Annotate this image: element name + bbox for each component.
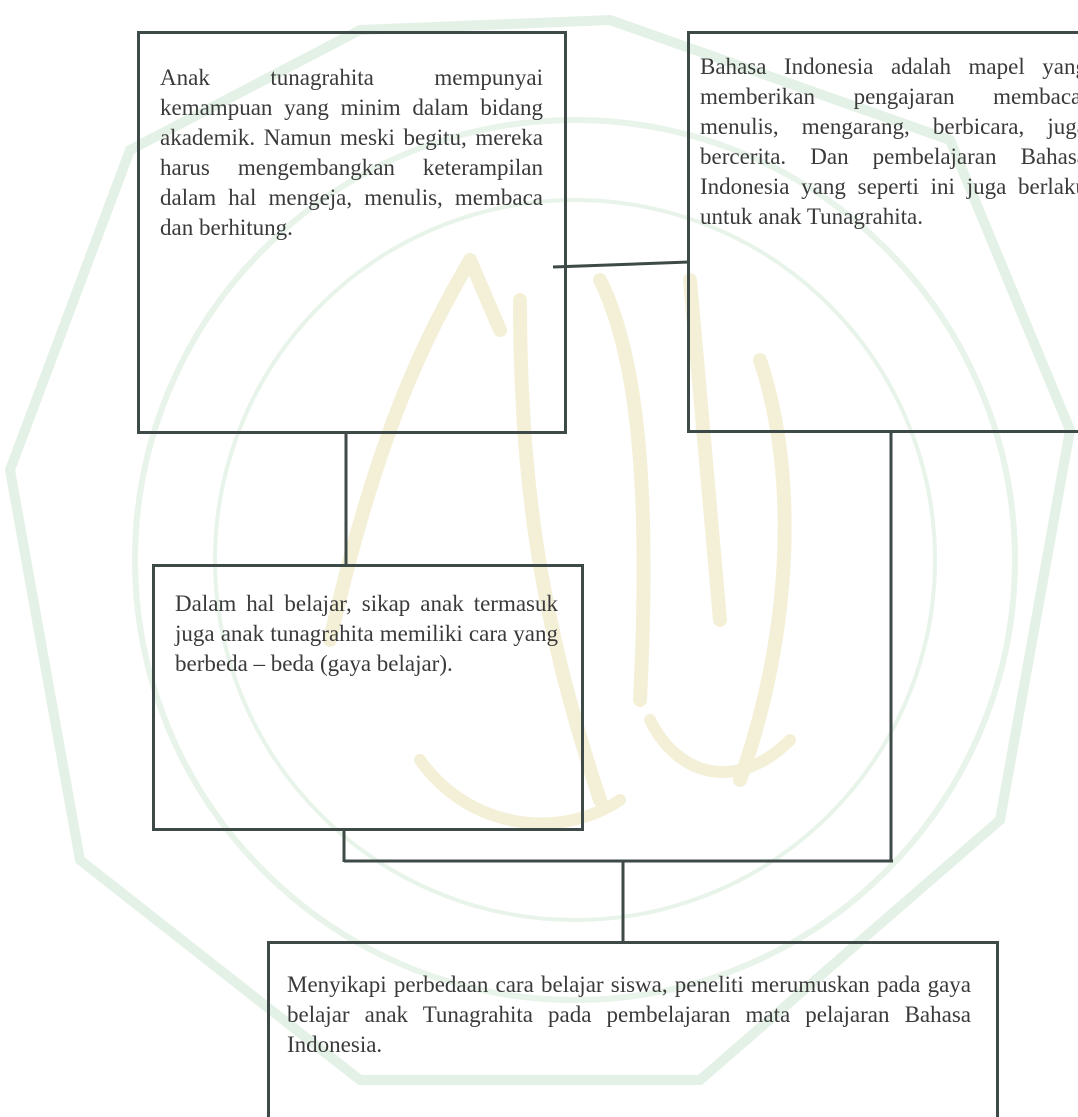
box-bahasa-indonesia: Bahasa Indonesia adalah mapel yang membe… <box>687 31 1078 433</box>
box-b-text: Bahasa Indonesia adalah mapel yang membe… <box>700 54 1078 229</box>
box-tunagrahita-ability: Anak tunagrahita mempunyai kemampuan yan… <box>137 31 567 434</box>
box-d-text: Menyikapi perbedaan cara belajar siswa, … <box>287 972 971 1057</box>
box-research-focus: Menyikapi perbedaan cara belajar siswa, … <box>267 941 999 1117</box>
connector-a-to-b <box>552 260 690 269</box>
box-c-text: Dalam hal belajar, sikap anak termasuk j… <box>175 591 558 676</box>
box-learning-styles: Dalam hal belajar, sikap anak termasuk j… <box>152 564 584 831</box>
box-a-text: Anak tunagrahita mempunyai kemampuan yan… <box>160 65 543 240</box>
